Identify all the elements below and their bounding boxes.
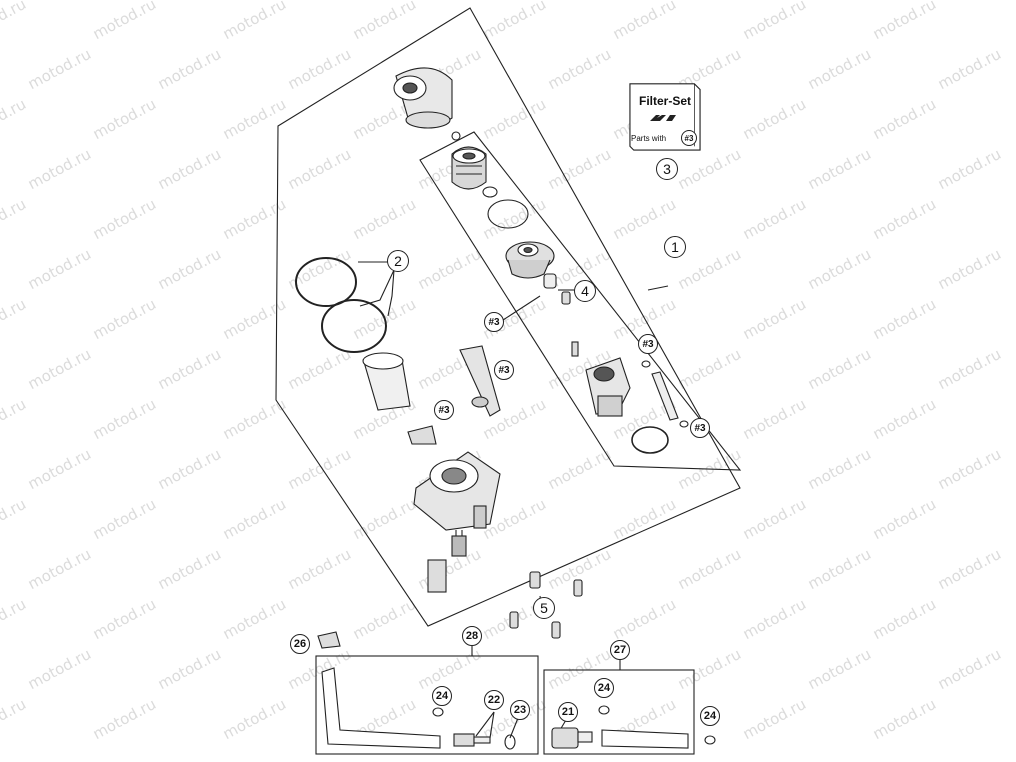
o-ring-large-part [487, 199, 529, 229]
filter-set-title: Filter-Set [638, 94, 691, 108]
o-ring-pump-part [631, 426, 669, 454]
filter-sleeve-part [362, 352, 411, 411]
callout-28: 28 [462, 626, 482, 646]
bracket-part [459, 345, 501, 417]
o-ring-2b-part [321, 299, 387, 353]
ref-3-bracket: #3 [494, 360, 514, 380]
pump-subassembly-outline [419, 131, 742, 471]
fuel-filter-part [451, 146, 487, 190]
hose-clip-part [317, 631, 341, 649]
o-ring-2a-part [295, 257, 357, 307]
ref-3-clamp: #3 [434, 400, 454, 420]
clamp-part [407, 425, 437, 445]
ref-3-filter: #3 [484, 312, 504, 332]
hose-27-part [601, 729, 689, 749]
clip-part [471, 396, 489, 408]
ref-3-oring: #3 [690, 418, 710, 438]
screw-set-part [509, 571, 583, 639]
hose-28-part [321, 667, 441, 749]
callout-4: 4 [574, 280, 596, 302]
callout-26: 26 [290, 634, 310, 654]
callout-1: 1 [664, 236, 686, 258]
callout-23: 23 [510, 700, 530, 720]
brand-logo-icon [650, 115, 676, 121]
filter-set-subtitle: Parts with [631, 134, 667, 143]
quick-connector-21-part [551, 727, 593, 749]
callout-2: 2 [387, 250, 409, 272]
small-o-ring-part [451, 131, 461, 141]
callout-24a: 24 [432, 686, 452, 706]
callout-24c: 24 [700, 706, 720, 726]
hose-kit-27-outline [543, 669, 695, 755]
hose-kit-28-outline [315, 655, 539, 755]
connector-22-part [453, 733, 491, 747]
callout-27: 27 [610, 640, 630, 660]
callout-5: 5 [533, 597, 555, 619]
callout-22: 22 [484, 690, 504, 710]
callout-21: 21 [558, 702, 578, 722]
o-ring-small-part [482, 186, 498, 198]
callout-3: 3 [656, 158, 678, 180]
valve-insert-part [543, 273, 571, 305]
callout-24b: 24 [594, 678, 614, 698]
electric-pump-part [571, 341, 631, 417]
pipe-part [651, 371, 679, 421]
filter-set-ref: #3 [681, 130, 697, 146]
pressure-regulator-part [393, 67, 453, 129]
pump-head-part [505, 241, 555, 279]
assembly-outline [275, 7, 741, 627]
pump-flange-part [413, 451, 501, 593]
ref-3-pump: #3 [638, 334, 658, 354]
